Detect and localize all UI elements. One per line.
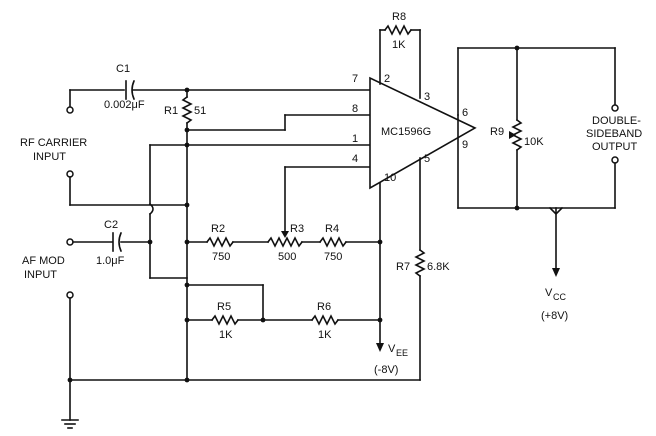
junction	[260, 317, 266, 323]
pin-6: 6	[462, 107, 468, 119]
r8-name: R8	[392, 11, 406, 23]
pin-1: 1	[352, 133, 358, 145]
r5-name: R5	[217, 301, 231, 313]
capacitor-c2	[112, 231, 123, 253]
vcc-sub: CC	[553, 292, 566, 302]
ground-symbol	[61, 419, 79, 429]
c2-value: 1.0μF	[96, 255, 125, 267]
r9-value: 10K	[524, 136, 544, 148]
vcc-supply	[548, 206, 564, 277]
af-input-label-2: INPUT	[24, 269, 57, 281]
vee-value: (-8V)	[374, 364, 398, 376]
r7-value: 6.8K	[427, 261, 450, 273]
resistor-r8	[379, 24, 421, 99]
output-terminal-bottom	[611, 156, 619, 164]
junction	[67, 377, 73, 383]
junction	[184, 202, 190, 208]
r9-name: R9	[490, 126, 504, 138]
r8-value: 1K	[392, 39, 406, 51]
r3-wiper	[281, 166, 371, 238]
r2-value: 750	[212, 251, 230, 263]
ic-mc1596g	[369, 76, 477, 190]
junction	[184, 377, 190, 383]
capacitor-c1	[125, 79, 136, 101]
af-input-ground-terminal	[66, 291, 74, 421]
resistor-r6	[310, 314, 340, 326]
resistor-r1	[181, 89, 193, 131]
pin-4: 4	[352, 153, 358, 165]
pin-8: 8	[352, 103, 358, 115]
resistor-r2	[205, 236, 235, 248]
resistor-r3	[266, 236, 304, 248]
rf-input-label-1: RF CARRIER	[20, 137, 87, 149]
rf-input-terminal	[66, 89, 74, 114]
pin-2: 2	[384, 73, 390, 85]
r3-value: 500	[278, 251, 296, 263]
output-label-3: OUTPUT	[592, 141, 638, 153]
af-input-terminal	[66, 238, 74, 246]
resistor-r4	[318, 236, 348, 248]
junction	[184, 282, 190, 288]
r6-value: 1K	[318, 329, 332, 341]
output-terminal-top	[611, 104, 619, 112]
output-label-1: DOUBLE-	[592, 115, 641, 127]
vee-supply	[376, 174, 384, 352]
c1-value: 0.002μF	[104, 99, 145, 111]
pin-3: 3	[424, 91, 430, 103]
r6-name: R6	[317, 301, 331, 313]
r5-value: 1K	[219, 329, 233, 341]
pin-9: 9	[462, 139, 468, 151]
r1-name: R1	[164, 105, 178, 117]
vee-label: V	[388, 343, 396, 355]
c2-name: C2	[104, 219, 118, 231]
pin-7: 7	[352, 73, 358, 85]
r4-name: R4	[325, 223, 339, 235]
r7-name: R7	[396, 261, 410, 273]
vcc-label: V	[545, 287, 553, 299]
r2-name: R2	[211, 223, 225, 235]
resistor-r5	[210, 314, 240, 326]
rf-input-ground-terminal	[66, 170, 188, 206]
ic-label: MC1596G	[381, 126, 431, 138]
resistor-r9	[509, 47, 523, 209]
vcc-value: (+8V)	[541, 310, 568, 322]
af-input-label-1: AF MOD	[22, 255, 65, 267]
pin-5: 5	[424, 153, 430, 165]
c1-name: C1	[116, 63, 130, 75]
resistor-r7	[414, 157, 426, 381]
r3-name: R3	[290, 223, 304, 235]
rf-input-label-2: INPUT	[33, 151, 66, 163]
r4-value: 750	[324, 251, 342, 263]
vee-sub: EE	[396, 348, 408, 358]
r1-value: 51	[194, 105, 206, 117]
pin-10: 10	[384, 172, 396, 184]
output-label-2: SIDEBAND	[586, 128, 642, 140]
